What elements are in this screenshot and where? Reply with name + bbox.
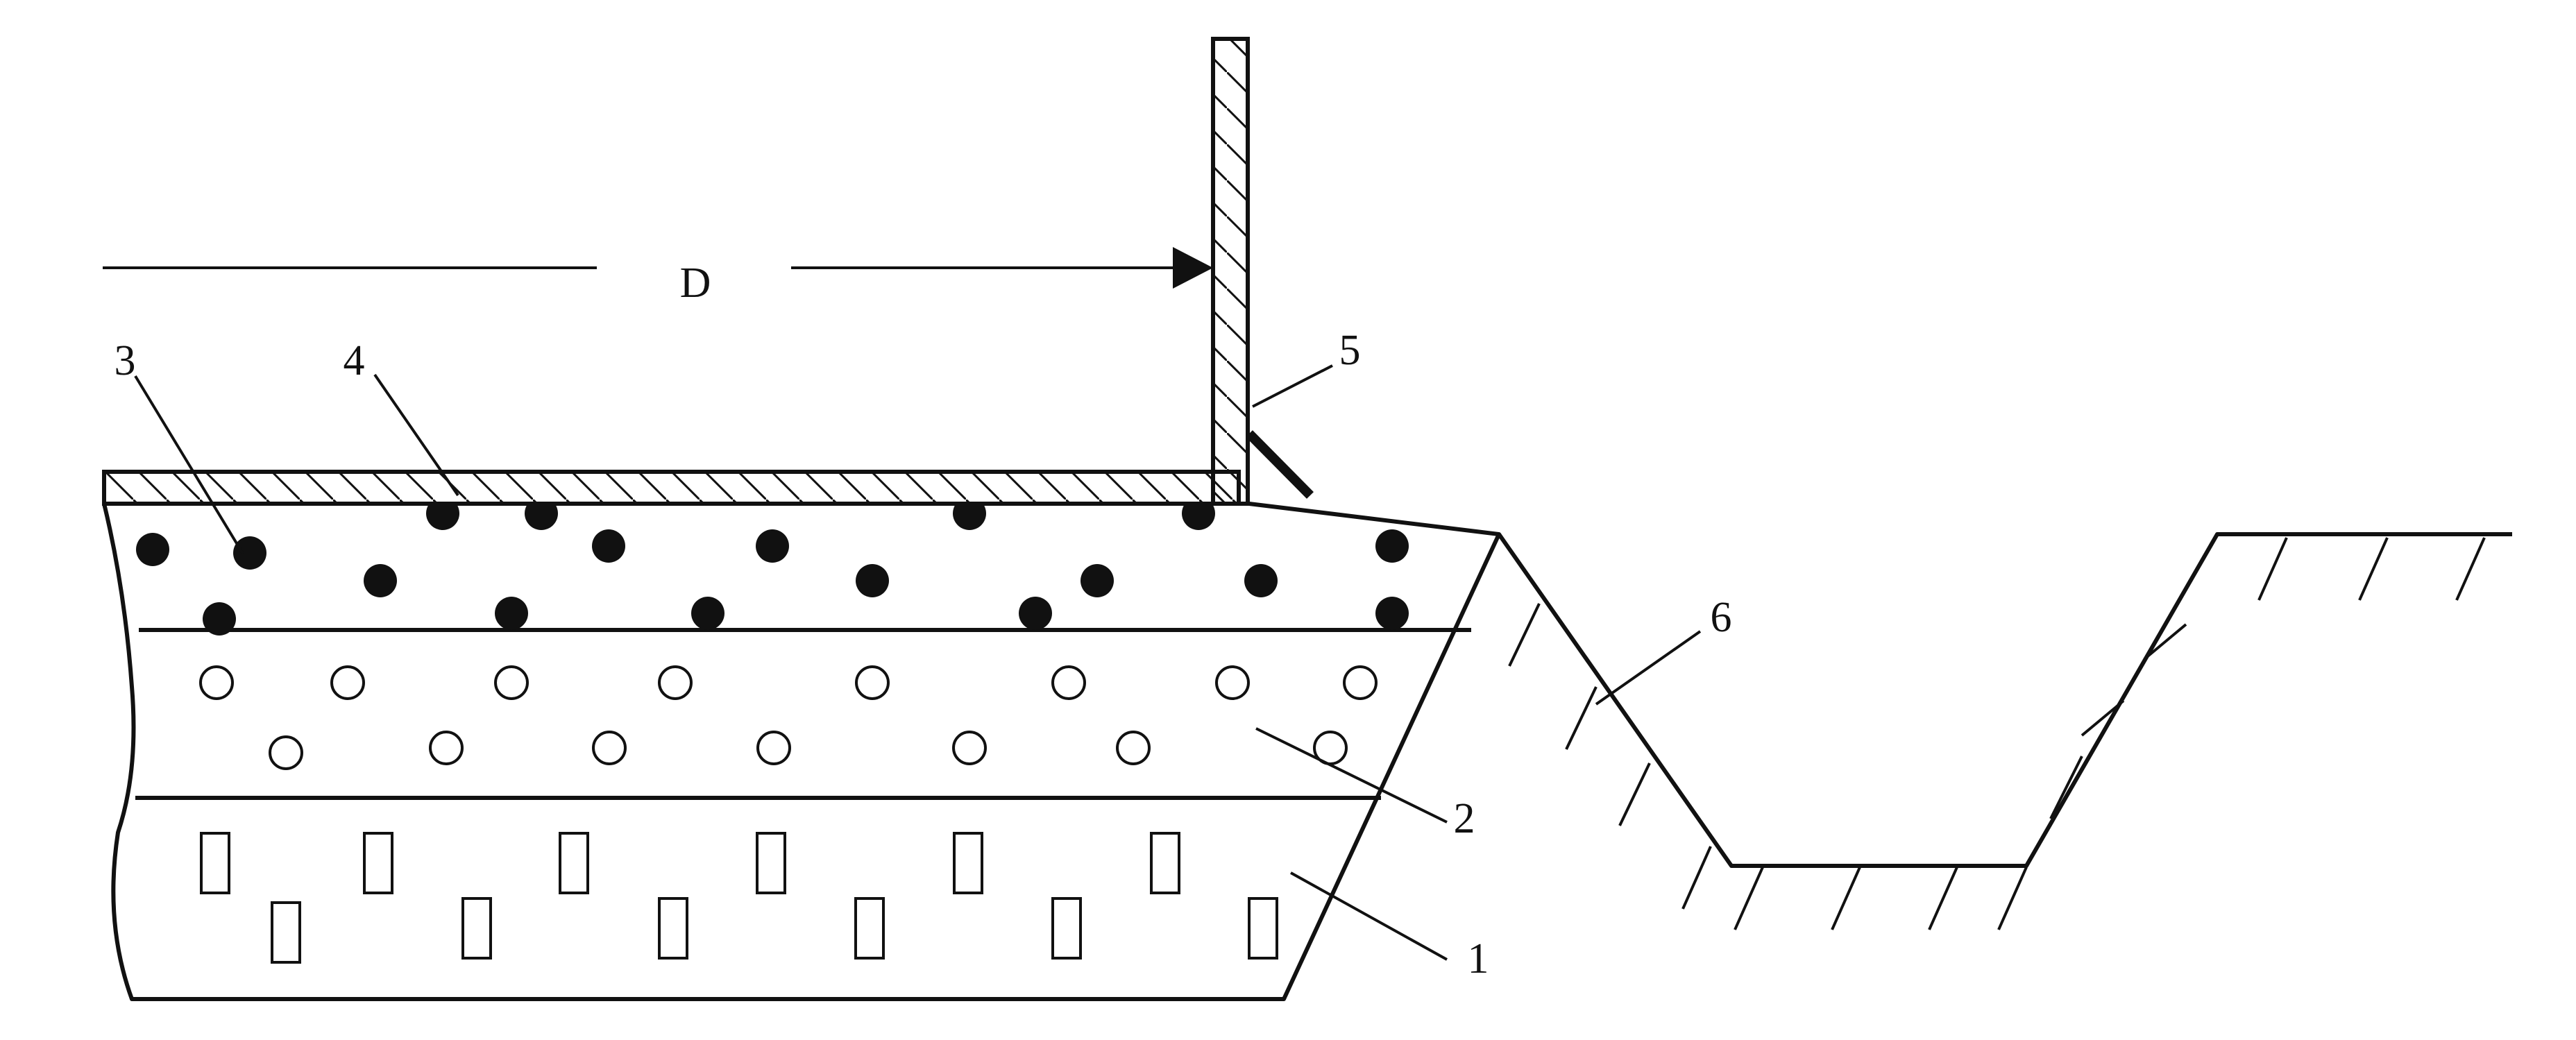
callout-label-6: 6 — [1711, 594, 1732, 641]
layer-1-rectangles — [200, 832, 1278, 964]
element-6-trench — [1497, 532, 2512, 930]
leader-3 — [134, 375, 244, 555]
leader-4 — [373, 373, 459, 497]
soil-outline — [102, 502, 1501, 1001]
layer-4-cap-strip — [102, 470, 1241, 506]
leader-5 — [1252, 364, 1333, 408]
wall-brace — [1246, 430, 1314, 499]
callout-label-3: 3 — [115, 337, 136, 384]
leader-6 — [1595, 630, 1702, 706]
callout-label-2: 2 — [1454, 795, 1475, 842]
callout-leaders — [134, 364, 1702, 961]
trench-profile — [1497, 532, 2512, 868]
layer-2-open-circles — [199, 665, 1378, 770]
callout-label-5: 5 — [1339, 327, 1361, 374]
dimension-arrowhead — [1173, 247, 1213, 289]
dimension-d — [103, 247, 1213, 289]
soil-body — [102, 502, 1501, 1001]
callout-label-4: 4 — [344, 337, 365, 384]
leader-1 — [1290, 871, 1448, 961]
element-5-vertical-wall — [1211, 37, 1314, 506]
layer-3-filled-dots — [136, 504, 1409, 636]
ground-hatching — [1508, 537, 2486, 930]
leader-2 — [1255, 727, 1448, 824]
callout-label-1: 1 — [1468, 935, 1489, 982]
dimension-label-d: D — [680, 259, 711, 307]
